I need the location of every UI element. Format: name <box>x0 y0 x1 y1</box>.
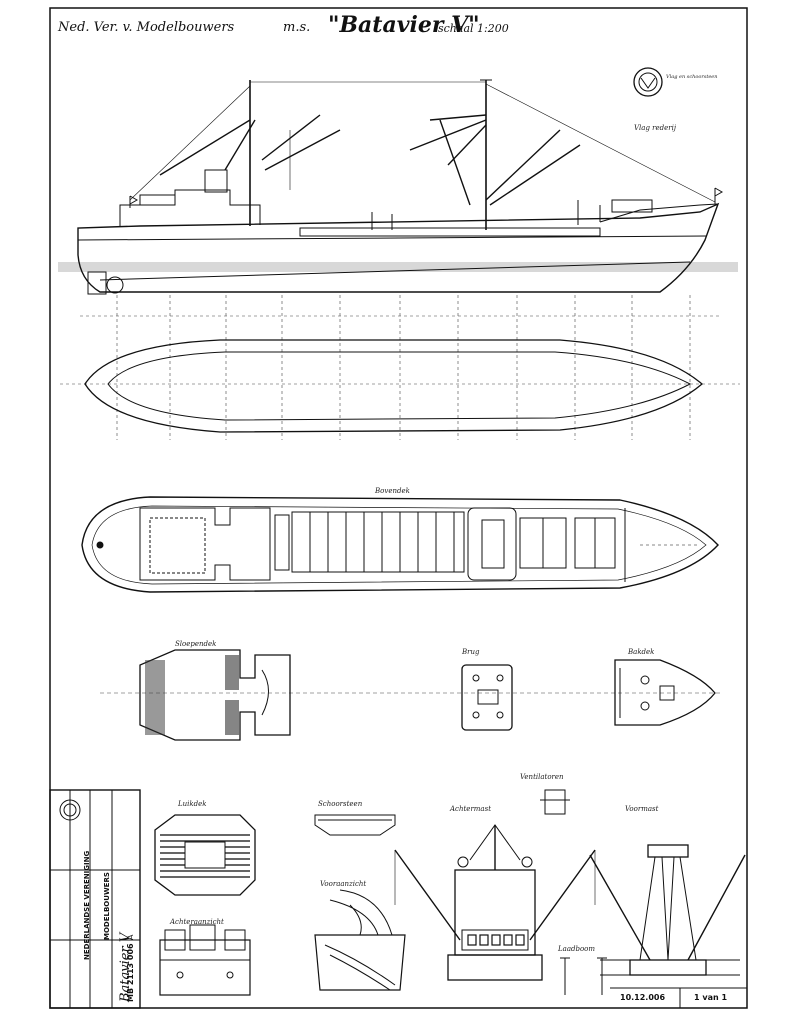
derrick-label: Laadboom <box>558 945 596 953</box>
drawing-number: MB 2113 006 <box>126 943 135 1002</box>
org-line-1: NEDERLANDSE VERENIGING <box>83 850 91 960</box>
deck-plan-label: Bovendek <box>375 487 410 495</box>
boat-deck-plan <box>139 649 291 741</box>
emblem <box>633 67 663 97</box>
org-line-2: MODELBOUWERS <box>103 872 111 940</box>
stern-view-label: Achteraanzicht <box>170 918 224 926</box>
waterline-outer <box>84 339 703 433</box>
date-cells <box>610 987 747 1008</box>
funnel-shape <box>204 169 228 193</box>
front-view-label: Vooraanzicht <box>320 880 367 888</box>
side-elevation <box>58 79 738 295</box>
lifeboat-detail <box>154 814 256 896</box>
association-title: Ned. Ver. v. Modelbouwers <box>58 20 235 35</box>
ventilator-label: Ventilatoren <box>520 773 564 781</box>
fwd-mast-front-view <box>589 844 746 976</box>
propeller <box>106 276 124 294</box>
mast-fwd-label: Voormast <box>625 805 659 813</box>
boat-deck-label: Sloependek <box>175 640 217 648</box>
bridge-plan <box>461 664 513 731</box>
ship-name-title: "Batavier V" <box>328 12 480 38</box>
deck-plan <box>81 496 719 593</box>
title-block <box>49 789 141 1009</box>
rudder <box>87 271 107 295</box>
hatch-label: Luikdek <box>178 800 207 808</box>
mast-aft-label: Achtermast <box>450 805 492 813</box>
emblem-seal-small <box>59 799 81 821</box>
hull-profile <box>77 202 720 293</box>
funnel-detail <box>314 814 396 836</box>
scale-label: schaal 1:200 <box>438 22 509 35</box>
sheet-border <box>49 7 748 1009</box>
deck-outline <box>81 496 719 593</box>
station-lines <box>60 295 740 440</box>
superstructure <box>119 189 261 226</box>
waterline-band <box>58 262 738 272</box>
body-plan <box>314 889 406 991</box>
aft-mast-front-view <box>394 824 596 981</box>
ms-prefix: m.s. <box>283 20 311 35</box>
flag-note-label: Vlag rederij <box>634 124 677 132</box>
emblem-text: Vlag en schoorsteen <box>666 74 718 80</box>
derrick-detail <box>560 957 607 995</box>
stern-view <box>159 924 251 996</box>
drawing-date: 10.12.006 <box>620 993 666 1002</box>
ventilator-detail <box>540 789 570 815</box>
forecastle-label: Bakdek <box>628 648 655 656</box>
sheet-number: 1 van 1 <box>694 993 728 1002</box>
forecastle-plan <box>614 659 716 726</box>
hatch-aft <box>291 511 465 573</box>
bridge-label: Brug <box>462 648 480 656</box>
funnel-label: Schoorsteen <box>318 800 363 808</box>
waterline-plan <box>84 339 703 433</box>
revision-mark: A <box>126 934 135 940</box>
